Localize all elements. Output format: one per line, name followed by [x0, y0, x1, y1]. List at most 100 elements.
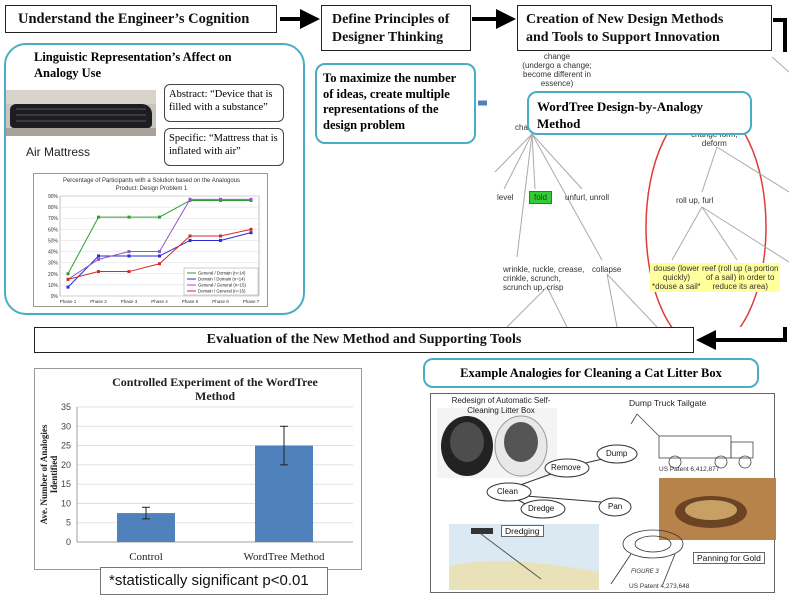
analogy-line-chart: Percentage of Participants with a Soluti… [33, 173, 268, 307]
line-chart-point [127, 270, 131, 274]
node-dredge: Dredge [528, 504, 555, 513]
line-chart-point [66, 277, 70, 281]
wt-reef-l3: reduce its area) [712, 282, 769, 291]
line-chart-point [188, 234, 192, 238]
wt-douse-l3: *douse a sail* [652, 282, 701, 291]
box-designer-thinking: Define Principles of Designer Thinking [321, 5, 471, 51]
panning-photo [659, 478, 776, 540]
example-analogies-figure: Redesign of Automatic Self- Cleaning Lit… [430, 393, 776, 593]
box-understand-cognition-label: Understand the Engineer’s Cognition [18, 11, 250, 27]
wt-wrinkle-l2: crinkle, scrunch, [503, 274, 561, 283]
bar-chart-ylabel: Ave. Number of AnalogiesIdentified [39, 424, 59, 524]
wt-deform-l2: deform [701, 139, 727, 148]
line-chart-legend-label: Domain / Domain (n=14) [198, 277, 245, 282]
wordtree-method-line2: Method [537, 116, 581, 131]
maximize-line4: design problem [323, 117, 406, 132]
line-chart-legend-label: Domain / General (n=15) [198, 289, 246, 294]
line-chart-point [127, 254, 131, 258]
line-chart-point [188, 197, 192, 201]
wordtree-method-line1: WordTree Design-by-Analogy [537, 99, 703, 114]
evaluation-banner-label: Evaluation of the New Method and Support… [206, 332, 522, 347]
maximize-ideas-box: To maximize the number of ideas, create … [315, 63, 476, 144]
line-chart-point [219, 234, 222, 238]
linguistic-title-line2: Analogy Use [34, 66, 102, 80]
line-chart-point [219, 238, 222, 242]
wt-node-level: level [497, 193, 514, 202]
line-chart-xtick-label: Phase 1 [60, 299, 77, 304]
maximize-line3: representations of the [323, 102, 439, 116]
node-remove: Remove [551, 463, 581, 472]
line-chart-ytick-label: 10% [48, 283, 59, 289]
maximize-line2: of ideas, create multiple [323, 86, 450, 101]
bar-chart-ytick-label: 25 [61, 441, 71, 451]
line-chart-ytick-label: 70% [48, 216, 59, 222]
dump-truck-drawing [630, 413, 754, 469]
line-chart-point [158, 254, 161, 258]
line-chart-title-line1: Percentage of Participants with a Soluti… [62, 178, 241, 184]
wt-change-l4: essence) [540, 79, 574, 88]
line-chart-point [127, 215, 131, 219]
node-clean: Clean [497, 487, 518, 496]
specific-representation-text: Specific: “Mattress that is inflated wit… [169, 133, 278, 157]
line-chart-point [97, 254, 100, 258]
bar-chart-category-label: Control [129, 551, 163, 563]
line-chart-legend-label: General / General (n=15) [198, 283, 246, 288]
line-chart-point [66, 285, 70, 289]
line-chart-point [66, 272, 70, 276]
specific-representation-box: Specific: “Mattress that is inflated wit… [164, 128, 284, 166]
line-chart-point [158, 250, 161, 254]
wt-change-l1: change [543, 52, 571, 61]
line-chart-ytick-label: 0% [51, 294, 59, 300]
wt-node-collapse: collapse [592, 265, 622, 274]
line-chart-ytick-label: 80% [48, 205, 59, 211]
bar-chart-ytick-label: 5 [66, 518, 71, 528]
wt-node-douse: douse (lower quickly) *douse a sail* [650, 263, 703, 292]
line-chart-point [249, 231, 253, 235]
line-chart-xtick-label: Phase 3 [121, 299, 138, 304]
linguistic-title-line1: Linguistic Representation’s Affect on [34, 50, 232, 64]
line-chart-ytick-label: 60% [48, 227, 59, 233]
line-chart-point [158, 215, 161, 219]
significance-note-text: *statistically significant p<0.01 [109, 572, 309, 589]
line-chart-legend-label: General / Domain (n=14) [198, 271, 246, 276]
line-chart-ytick-label: 50% [48, 238, 59, 244]
wt-node-fold: fold [529, 191, 552, 204]
wt-node-chan: chan [515, 123, 533, 132]
abstract-representation-box: Abstract: “Device that is filled with a … [164, 84, 284, 122]
box-understand-cognition: Understand the Engineer’s Cognition [5, 5, 277, 33]
bar-chart-category-label: WordTree Method [244, 551, 325, 563]
line-chart-ytick-label: 20% [48, 272, 59, 278]
maximize-line1: To maximize the number [323, 71, 457, 85]
box-new-design-methods-line1: Creation of New Design Methods [526, 12, 724, 27]
example-analogies-title-box: Example Analogies for Cleaning a Cat Lit… [423, 358, 759, 388]
wt-wrinkle-l3: scrunch up, crisp [503, 283, 564, 292]
redesign-line1: Redesign of Automatic Self- [451, 396, 551, 405]
wt-reef-l2: of a sail) in order to [706, 273, 775, 282]
node-dump: Dump [606, 449, 628, 458]
linguistic-title: Linguistic Representation’s Affect on An… [34, 49, 232, 81]
bar-chart-ytick-label: 20 [61, 460, 71, 470]
line-chart-title-line2: Product: Design Problem 1 [115, 186, 188, 192]
panning-label: Panning for Gold [693, 552, 765, 564]
line-chart-ytick-label: 40% [48, 250, 59, 256]
line-chart-xtick-label: Phase 7 [243, 299, 260, 304]
line-chart-point [97, 257, 100, 261]
air-mattress-label: Air Mattress [26, 145, 91, 159]
pan-patent-drawing [610, 529, 684, 585]
bar-chart-ytick-label: 15 [61, 479, 71, 489]
line-chart-point [249, 227, 253, 231]
line-chart-point [188, 238, 192, 242]
line-chart-title: Percentage of Participants with a Soluti… [34, 177, 269, 193]
line-chart-xtick-label: Phase 2 [90, 299, 107, 304]
evaluation-banner: Evaluation of the New Method and Support… [34, 327, 694, 353]
line-chart-legend [183, 267, 259, 296]
wt-douse-l2: quickly) [662, 273, 691, 282]
bar-chart-ytick-label: 35 [61, 402, 71, 412]
wordtree-method-box: WordTree Design-by-Analogy Method [527, 91, 752, 135]
wt-node-change: change (undergo a change; become differe… [507, 52, 607, 88]
